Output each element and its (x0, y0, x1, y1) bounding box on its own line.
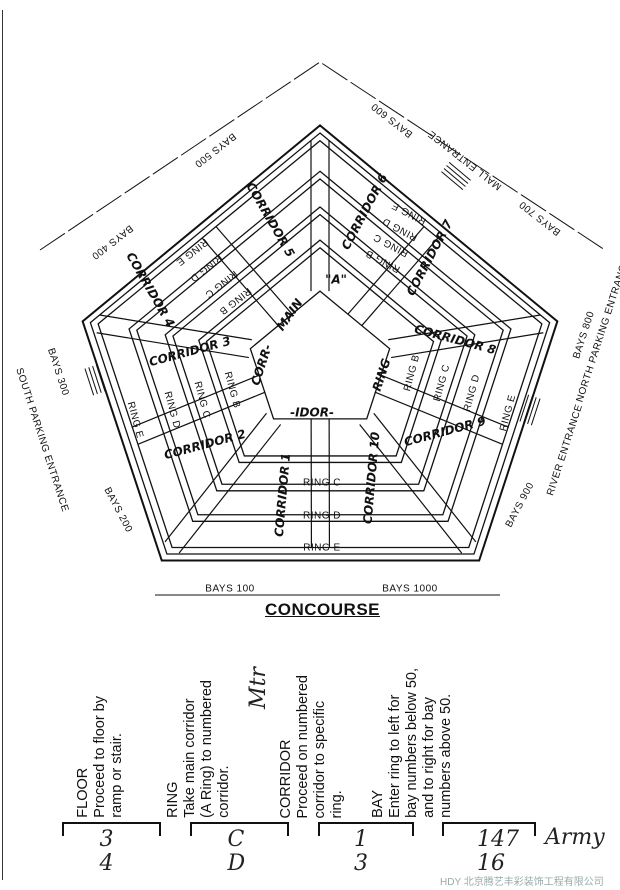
ring-wall (205, 246, 435, 457)
main-corridor-label: MAIN (274, 296, 306, 333)
scan-edge (2, 10, 3, 880)
handwritten-value: 4 (99, 851, 114, 876)
bays-label: BAYS 300 (45, 347, 71, 397)
bracket (442, 822, 536, 836)
ring-label: RING D (303, 511, 341, 522)
legend-text: Proceed on numbered (295, 674, 311, 819)
bracket (190, 822, 289, 836)
entrance-steps-icon (84, 364, 106, 396)
corridor-wall (164, 412, 267, 543)
entrance-steps-icon (519, 394, 541, 426)
watermark-logo: HDY 北京腾艺丰彩装饰工程有限公司 (440, 877, 604, 888)
corridor-wall (359, 424, 463, 554)
ring-wall (89, 132, 551, 555)
legend-text: Proceed to floor by (92, 696, 108, 818)
legend-heading: FLOOR (75, 768, 91, 818)
corridor-wall (381, 374, 509, 428)
bays-label: BAYS 500 (192, 130, 238, 169)
legend-text: Enter ring to left for (387, 694, 403, 818)
ring-wall (97, 139, 543, 549)
corridor-label: CORRIDOR 10 (361, 431, 383, 524)
concourse-title: CONCOURSE (265, 600, 381, 619)
bays-label: BAYS 100 (205, 584, 254, 595)
corridor-wall (96, 332, 249, 359)
handwritten-value: D (227, 851, 246, 876)
dimension-line (39, 61, 606, 251)
corridor-wall (374, 391, 503, 445)
legend-text: bay numbers below 50, (404, 668, 420, 818)
handwritten-value: 147 (477, 827, 519, 852)
ring-wall (81, 124, 559, 562)
handwritten-value: 3 (354, 851, 368, 876)
handwritten-value: 16 (477, 851, 505, 876)
legend-heading: CORRIDOR (278, 739, 294, 818)
main-corridor-label: CORR- (248, 342, 274, 387)
entrance-label: MALL ENTRANCE (426, 128, 504, 192)
handwritten-value: 3 (99, 827, 114, 852)
handwritten-note: Army (545, 825, 605, 850)
handwritten-value: C (227, 827, 245, 852)
handwritten-value: 1 (354, 827, 368, 852)
corridor-label: CORRIDOR 3 (148, 334, 233, 369)
ring-label: RING C (432, 363, 452, 403)
bracket (318, 822, 414, 836)
main-corridor-label: "A" (325, 273, 347, 287)
legend-text: ring. (329, 789, 345, 818)
ring-wall (172, 213, 468, 485)
ring-label: RING D (162, 390, 182, 430)
corridor-wall (388, 314, 541, 341)
bays-label: BAYS 200 (101, 486, 134, 535)
ring-wall (136, 178, 504, 516)
handwritten-note: Mtr (245, 667, 271, 709)
bracket (62, 822, 161, 836)
corridor-wall (391, 332, 544, 359)
legend-heading: RING (165, 781, 181, 818)
corridor-wall (178, 424, 282, 554)
corridor-wall (131, 374, 259, 428)
legend-text: numbers above 50. (438, 693, 454, 818)
ring-wall (197, 239, 443, 464)
legend-text: (A Ring) to numbered (199, 680, 215, 818)
corridor-wall (373, 412, 477, 543)
main-corridor-label: -IDOR- (290, 406, 334, 420)
legend-text: Take main corridor (182, 698, 198, 818)
main-corridor-label: RING (370, 357, 394, 393)
bays-label: BAYS 1000 (382, 584, 437, 595)
entrance-steps-icon (441, 162, 471, 190)
corridor-wall (201, 237, 279, 327)
corridor-wall (138, 391, 266, 445)
ring-wall (164, 206, 476, 492)
bays-label: BAYS 900 (504, 481, 537, 530)
ring-label: RING B (222, 371, 242, 410)
ring-label: RING E (303, 543, 340, 554)
ring-wall (128, 170, 512, 522)
corridor-wall (215, 225, 293, 315)
corridor-wall (347, 225, 425, 315)
ring-label: RING C (303, 478, 341, 489)
legend-text: corridor. (216, 765, 232, 818)
legend-text: and to right for bay (421, 697, 437, 818)
legend-text: corridor to specific (312, 700, 328, 818)
legend-heading: BAY (370, 790, 386, 818)
corridor-label: CORRIDOR 1 (272, 453, 293, 538)
corridor-wall (99, 314, 252, 341)
legend-text: ramp or stair. (109, 733, 125, 818)
ring-label: RING D (462, 373, 482, 413)
corridor-label: CORRIDOR 4 (123, 250, 177, 330)
ring-wall (249, 290, 391, 420)
corridor-wall (361, 237, 439, 327)
entrance-label: RIVER ENTRANCE (545, 403, 585, 497)
